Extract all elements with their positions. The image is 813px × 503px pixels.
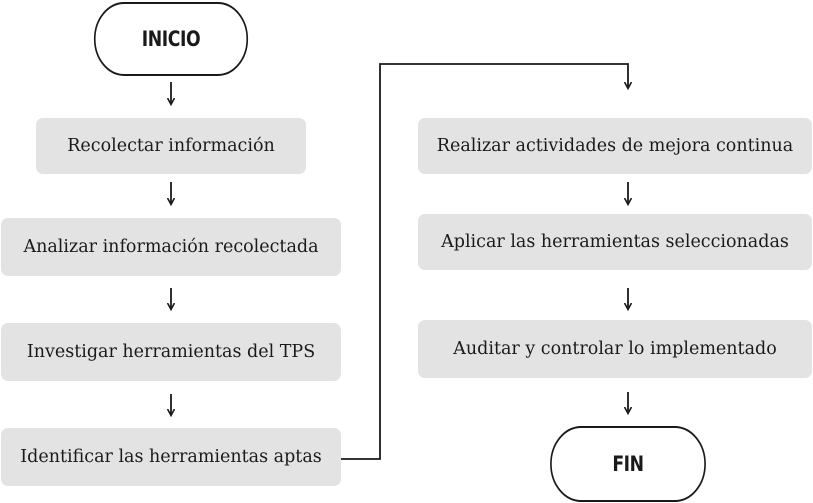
process-step-3: Investigar herramientas del TPS xyxy=(1,323,341,381)
process-step-5-label: Realizar actividades de mejora continua xyxy=(436,136,794,156)
end-label: FIN xyxy=(612,452,644,476)
end-terminal: FIN xyxy=(550,426,706,502)
process-step-6: Aplicar las herramientas seleccionadas xyxy=(418,214,812,270)
process-step-1-label: Recolectar información xyxy=(67,136,275,156)
process-step-3-label: Investigar herramientas del TPS xyxy=(26,342,316,362)
process-step-7: Auditar y controlar lo implementado xyxy=(418,320,812,378)
process-step-4: Identificar las herramientas aptas xyxy=(1,428,341,486)
process-step-4-label: Identificar las herramientas aptas xyxy=(20,447,322,467)
process-step-1: Recolectar información xyxy=(36,118,306,174)
connector-left-to-right xyxy=(341,63,628,460)
process-step-2-label: Analizar información recolectada xyxy=(23,237,319,257)
process-step-2: Analizar información recolectada xyxy=(1,218,341,276)
start-label: INICIO xyxy=(141,27,201,51)
process-step-6-label: Aplicar las herramientas seleccionadas xyxy=(441,232,789,252)
start-terminal: INICIO xyxy=(93,2,249,76)
process-step-5: Realizar actividades de mejora continua xyxy=(418,118,812,174)
process-step-7-label: Auditar y controlar lo implementado xyxy=(453,339,777,359)
